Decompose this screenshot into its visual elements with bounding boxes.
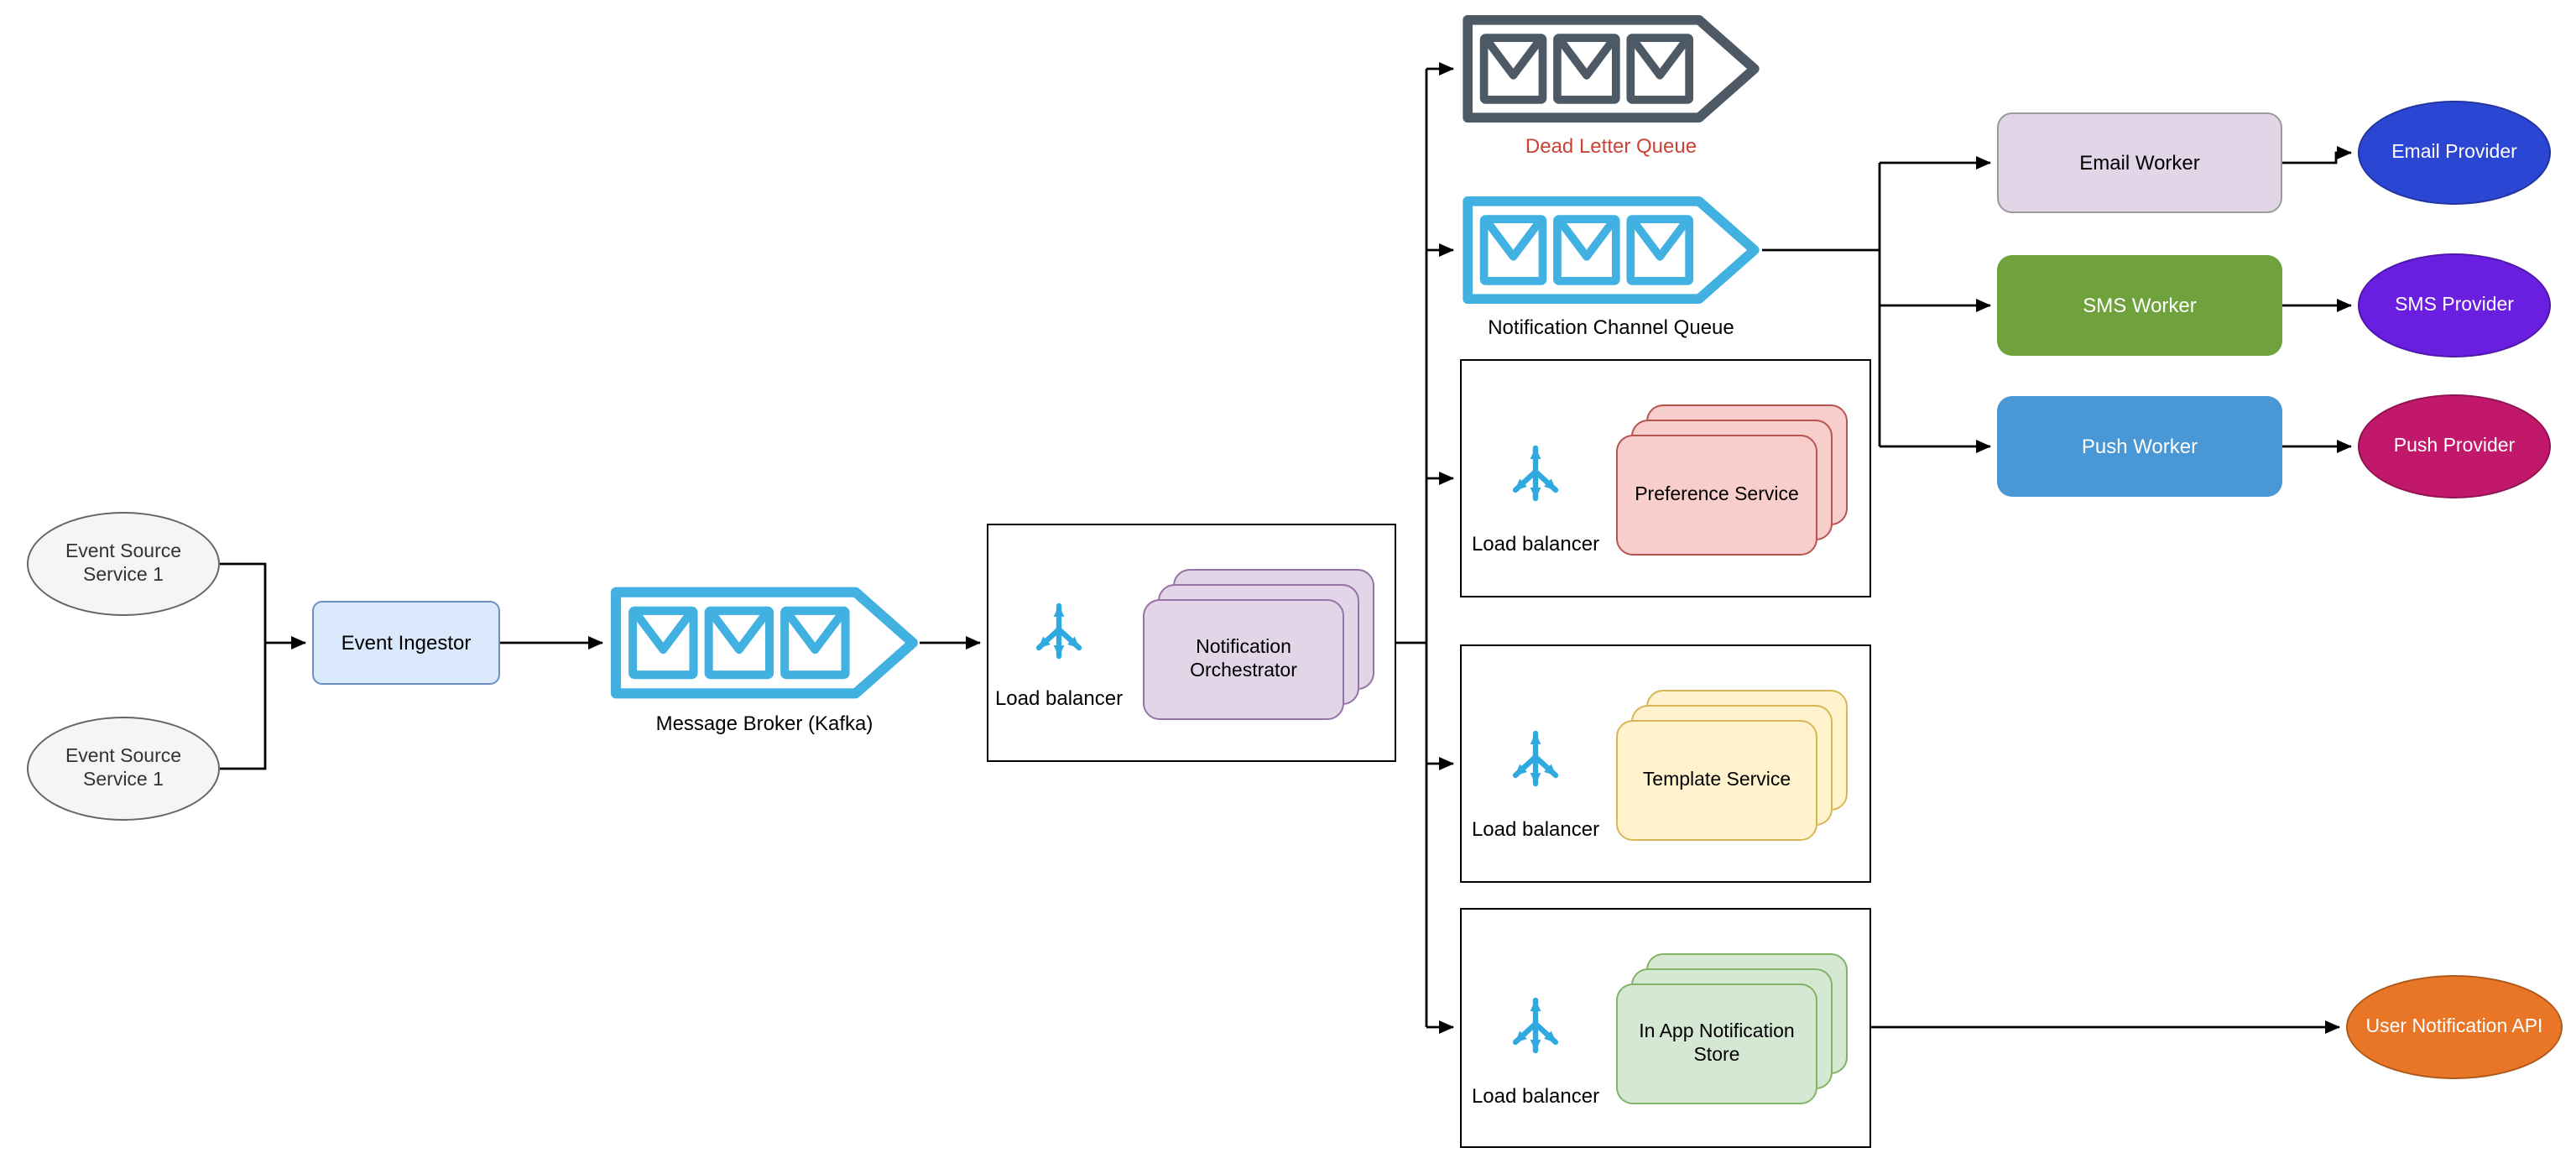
push-provider-label: Push Provider (2393, 436, 2516, 457)
notification-orchestrator-label: Notification Orchestrator (1190, 637, 1297, 681)
event-source-1-node: Event Source Service 1 (27, 512, 220, 616)
message-broker-label: Message Broker (Kafka) (655, 712, 873, 735)
event-source-1-label: Event Source Service 1 (65, 541, 182, 586)
notification-channel-queue-label: Notification Channel Queue (1488, 316, 1734, 339)
notification-orchestrator-stack: Notification Orchestrator (1143, 569, 1374, 720)
sms-worker-label: SMS Worker (2083, 293, 2197, 316)
stack-card-front: Notification Orchestrator (1143, 599, 1344, 720)
user-notification-api-node: User Notification API (2346, 975, 2563, 1079)
preference-service-group-box: Load balancer Preference Service (1460, 359, 1871, 597)
push-worker-node: Push Worker (1997, 396, 2282, 497)
event-ingestor-node: Event Ingestor (312, 601, 500, 685)
template-service-stack: Template Service (1616, 690, 1848, 841)
template-service-label: Template Service (1642, 770, 1791, 790)
email-provider-label: Email Provider (2391, 142, 2517, 163)
dead-letter-queue-label: Dead Letter Queue (1525, 134, 1697, 158)
preference-service-label: Preference Service (1635, 484, 1799, 505)
user-notification-api-label: User Notification API (2365, 1016, 2543, 1037)
event-source-2-label: Event Source Service 1 (65, 746, 182, 790)
load-balancer-icon (1512, 445, 1559, 502)
stack-card-front: Preference Service (1616, 435, 1817, 556)
event-source-2-node: Event Source Service 1 (27, 717, 220, 821)
preference-service-stack: Preference Service (1616, 404, 1848, 556)
sms-worker-node: SMS Worker (1997, 255, 2282, 356)
message-broker-queue-icon (609, 584, 920, 702)
in-app-store-label: In App Notification Store (1639, 1021, 1795, 1066)
orchestrator-lb-label: Load balancer (994, 686, 1124, 710)
push-provider-node: Push Provider (2358, 394, 2551, 498)
dead-letter-queue-icon (1460, 13, 1762, 124)
email-worker-node: Email Worker (1997, 112, 2282, 213)
in-app-lb-label: Load balancer (1471, 1084, 1600, 1108)
load-balancer-icon (1512, 730, 1559, 787)
email-provider-node: Email Provider (2358, 101, 2551, 205)
sms-provider-node: SMS Provider (2358, 253, 2551, 357)
in-app-store-stack: In App Notification Store (1616, 953, 1848, 1104)
preference-lb-label: Load balancer (1471, 532, 1600, 556)
stack-card-front: Template Service (1616, 720, 1817, 841)
in-app-store-group-box: Load balancer In App Notification Store (1460, 908, 1871, 1148)
notification-channel-queue-icon (1460, 195, 1762, 305)
load-balancer-icon (1512, 997, 1559, 1054)
push-worker-label: Push Worker (2081, 434, 2198, 457)
sms-provider-label: SMS Provider (2395, 295, 2514, 316)
orchestrator-group-box: Load balancer Notification Orchestrator (987, 524, 1396, 762)
email-worker-label: Email Worker (2079, 150, 2200, 174)
stack-card-front: In App Notification Store (1616, 983, 1817, 1104)
template-lb-label: Load balancer (1471, 817, 1600, 841)
load-balancer-icon (1035, 603, 1082, 660)
template-service-group-box: Load balancer Template Service (1460, 644, 1871, 883)
event-ingestor-label: Event Ingestor (341, 630, 472, 654)
